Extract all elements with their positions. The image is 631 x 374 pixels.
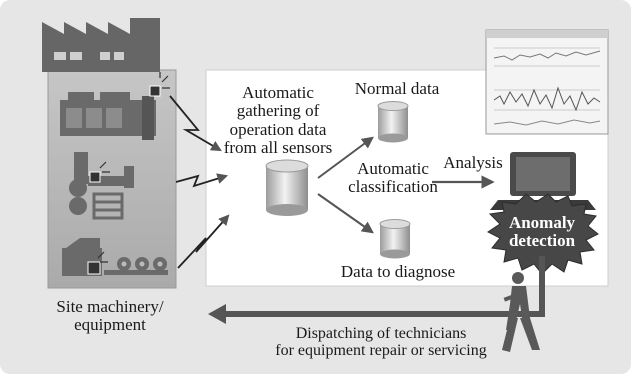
machine-icon — [62, 238, 168, 276]
database-icon — [377, 101, 409, 143]
database-icon — [379, 219, 411, 259]
machine-icon — [60, 72, 170, 140]
label-analysis: Analysis — [443, 153, 503, 172]
dispatch-line — [224, 256, 545, 317]
chart-thumbnail — [485, 29, 609, 135]
lightning-icon — [169, 95, 230, 269]
anomaly-badge — [487, 193, 599, 275]
label-auto-classification: Automatic classification — [348, 159, 438, 197]
label-normal-data: Normal data — [354, 79, 440, 98]
label-data-to-diagnose: Data to diagnose — [340, 262, 456, 281]
classify-arrow-down — [317, 193, 374, 234]
classify-arrow-up — [317, 136, 374, 179]
factory-icon — [42, 18, 160, 72]
label-anomaly-detection: Anomaly detection — [508, 213, 576, 251]
dispatch-arrowhead — [208, 304, 226, 324]
label-dispatch: Dispatching of technicians for equipment… — [275, 325, 487, 360]
machine-icon — [69, 152, 134, 220]
label-site-equipment: Site machinery/ equipment — [56, 297, 164, 335]
label-auto-gather: Automatic gathering of operation data fr… — [223, 83, 333, 158]
database-icon — [265, 159, 309, 216]
technician-icon — [502, 272, 540, 352]
